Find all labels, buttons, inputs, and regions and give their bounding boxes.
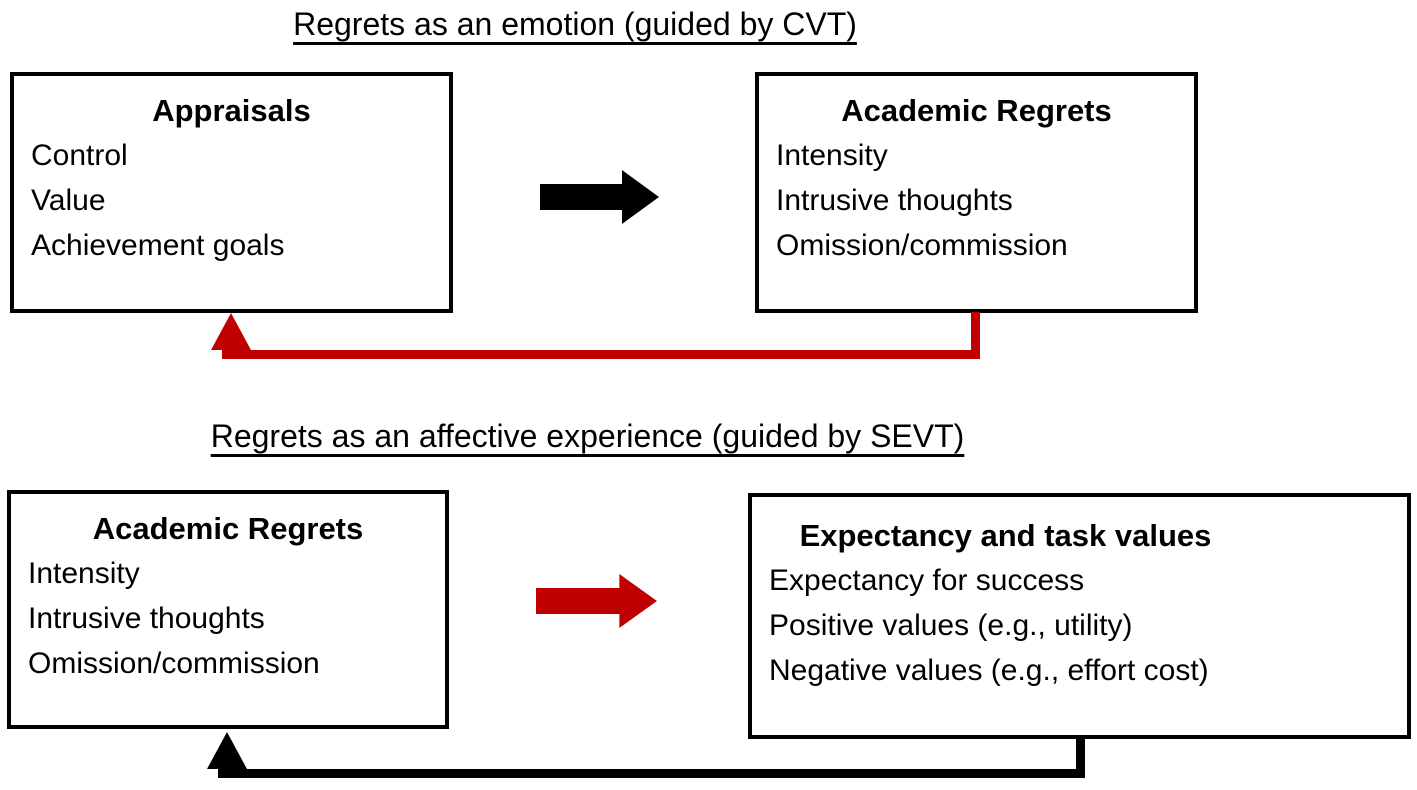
academic-regrets-box-top: Academic Regrets Intensity Intrusive tho… <box>755 72 1198 313</box>
section-title-sevt: Regrets as an affective experience (guid… <box>210 418 965 454</box>
expectancy-item-positive-values: Positive values (e.g., utility) <box>769 609 1133 642</box>
expectancy-item-success: Expectancy for success <box>769 564 1085 597</box>
appraisals-box-heading: Appraisals <box>152 93 311 128</box>
appraisals-item-value: Value <box>31 184 106 217</box>
expectancy-item-negative-values: Negative values (e.g., effort cost) <box>769 654 1209 687</box>
regrets-item-intrusive-thoughts-bottom: Intrusive thoughts <box>28 602 265 635</box>
academic-regrets-heading-bottom: Academic Regrets <box>92 511 364 546</box>
regrets-item-intensity: Intensity <box>776 139 888 172</box>
expectancy-task-values-heading: Expectancy and task values <box>799 518 1212 553</box>
appraisals-item-control: Control <box>31 139 128 172</box>
academic-regrets-box-bottom: Academic Regrets Intensity Intrusive tho… <box>7 490 449 729</box>
regrets-item-omission-commission-bottom: Omission/commission <box>28 647 320 680</box>
regrets-item-intensity-bottom: Intensity <box>28 557 140 590</box>
regrets-item-intrusive-thoughts: Intrusive thoughts <box>776 184 1013 217</box>
forward-arrow-red-icon <box>536 574 657 628</box>
forward-arrow-icon <box>540 170 659 224</box>
feedback-arrow-horizontal-segment <box>222 350 980 359</box>
section-title-cvt: Regrets as an emotion (guided by CVT) <box>293 6 857 42</box>
academic-regrets-heading: Academic Regrets <box>841 93 1112 128</box>
appraisals-box: Appraisals Control Value Achievement goa… <box>10 72 453 313</box>
feedback-arrow-vertical-segment-black <box>1076 738 1085 778</box>
expectancy-task-values-box: Expectancy and task values Expectancy fo… <box>748 493 1411 739</box>
feedback-arrowhead-up-icon <box>211 313 251 350</box>
feedback-arrowhead-up-black-icon <box>207 732 247 769</box>
appraisals-item-achievement-goals: Achievement goals <box>31 229 285 262</box>
feedback-arrow-vertical-segment <box>971 312 980 359</box>
regrets-item-omission-commission: Omission/commission <box>776 229 1068 262</box>
feedback-arrow-horizontal-segment-black <box>218 769 1085 778</box>
